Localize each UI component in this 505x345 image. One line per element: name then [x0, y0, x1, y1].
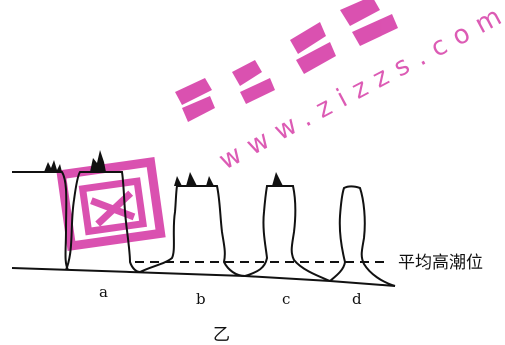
stage-label-b: b	[196, 290, 206, 308]
cliff-a-left	[12, 171, 69, 271]
stack-a	[65, 171, 141, 273]
figure-caption: 乙	[213, 325, 230, 345]
stage-label-c: c	[282, 290, 290, 308]
mean-high-tide-label: 平均高潮位	[398, 253, 483, 273]
stack-d	[329, 185, 396, 287]
stage-label-a: a	[99, 283, 108, 301]
vegetation-tufts	[44, 150, 283, 186]
seafloor-line	[11, 267, 396, 287]
watermark-logo	[56, 157, 166, 251]
watermark-brand-mark	[175, 0, 398, 122]
stage-label-d: d	[352, 290, 362, 308]
stack-c	[244, 185, 331, 282]
